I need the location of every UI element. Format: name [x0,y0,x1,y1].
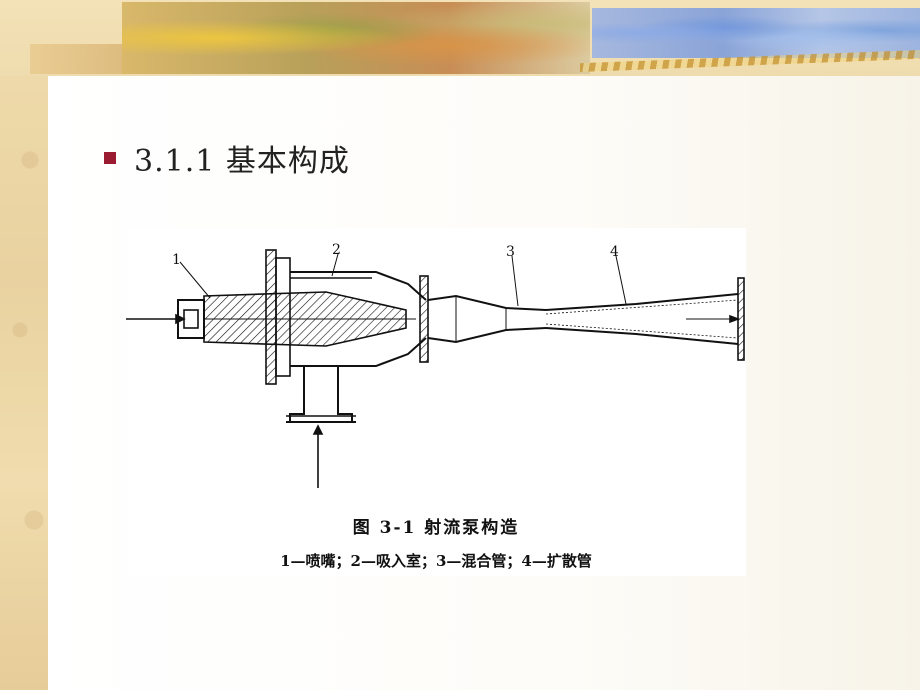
diffuser-bottom [545,327,739,345]
section-heading: 3.1.1 基本构成 [104,136,350,180]
label-4-leader [615,255,627,305]
mixing-tube-top [427,294,547,311]
parchment-border [0,0,48,690]
decorative-flower-banner [122,2,590,74]
left-flange-ring [275,257,291,377]
label-1-leader [179,261,211,299]
decorative-blue-flower-banner [592,8,920,58]
suction-branch-left [289,366,305,422]
left-flange [265,249,277,385]
suction-chamber-bottom [290,337,427,367]
part-label-4: 4 [610,244,619,260]
header-ornament [30,44,122,74]
label-3-leader [511,255,519,307]
nozzle-fitting-inner [183,309,199,329]
label-2-leader [331,253,339,277]
suction-branch-right [337,366,353,422]
diffuser-hatch-top [545,299,739,315]
part-label-3: 3 [506,244,515,260]
figure-caption-legend: 1—喷嘴；2—吸入室；3—混合管；4—扩散管 [280,552,592,570]
part-label-1: 1 [172,252,181,268]
jet-pump-diagram [126,249,745,488]
outlet-arrow-head [729,314,741,324]
square-bullet-icon [104,152,116,164]
heading-text: 3.1.1 基本构成 [134,144,350,179]
jet-pump-figure: 1 2 3 4 图 3-1 射流泵构造 1—喷嘴；2—吸入室；3—混合管；4—扩… [126,228,746,576]
middle-flange [419,275,429,363]
mixing-tube-bottom [427,327,547,344]
part-label-2: 2 [332,242,341,258]
diffuser-hatch-bottom [545,323,739,339]
diffuser-top [545,293,739,311]
suction-arrow-head [312,424,324,435]
figure-caption-title: 图 3-1 射流泵构造 [352,518,520,538]
